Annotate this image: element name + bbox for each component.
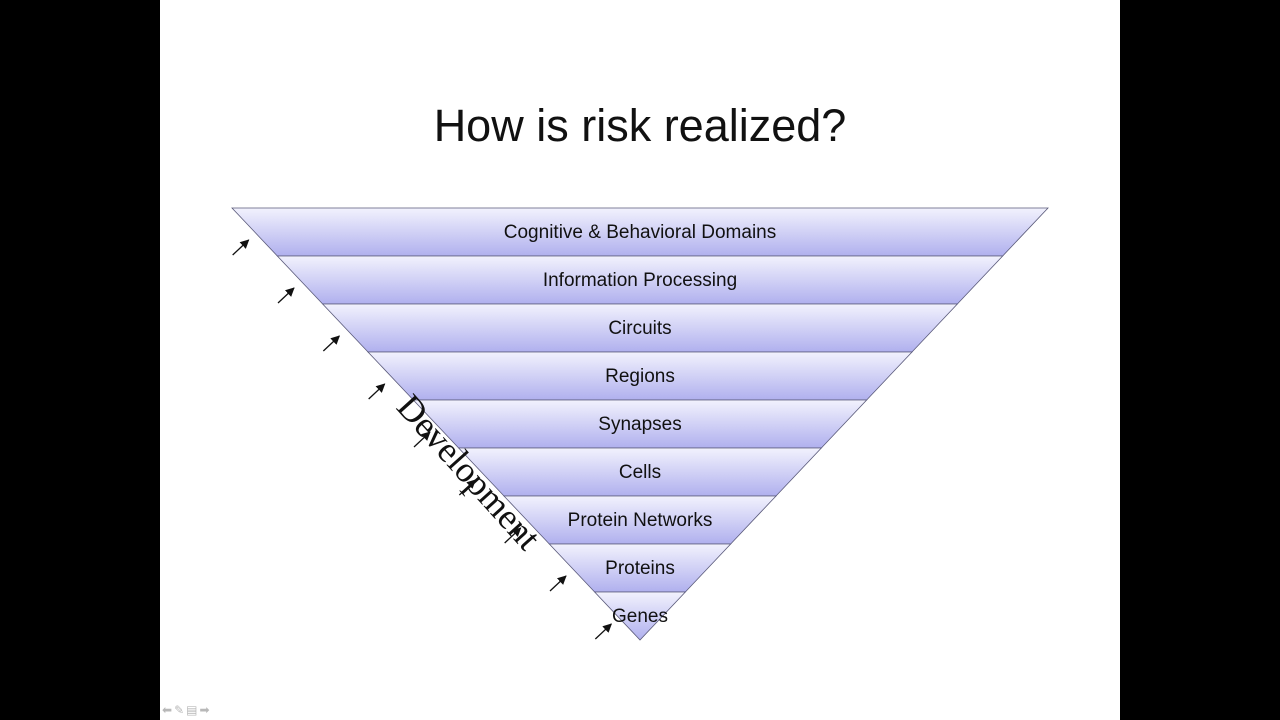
slide-title: How is risk realized? [433, 100, 847, 151]
pyramid-layer-label: Regions [605, 366, 675, 387]
development-arrow-icon [458, 479, 476, 496]
development-arrow-icon [368, 383, 386, 400]
pyramid-layer: Protein Networks [503, 495, 777, 545]
pyramid-layer: Genes [593, 591, 687, 641]
pyramid-layer-label: Cognitive & Behavioral Domains [504, 222, 776, 243]
pyramid-layers: Cognitive & Behavioral DomainsInformatio… [231, 207, 1049, 641]
pyramid-layer-label: Protein Networks [568, 510, 713, 531]
pyramid-layer: Synapses [412, 399, 868, 449]
pyramid-layer-label: Circuits [608, 318, 671, 339]
pyramid-layer-label: Information Processing [543, 270, 737, 291]
development-arrow-icon [277, 287, 295, 304]
risk-pyramid-diagram: Cognitive & Behavioral DomainsInformatio… [231, 207, 1049, 641]
prev-arrow-icon[interactable]: ⬅ [162, 703, 173, 717]
development-arrow-icon [322, 335, 340, 352]
development-arrow-icon [549, 575, 567, 592]
development-arrow-icon [413, 431, 431, 448]
development-arrow-icon [504, 527, 522, 544]
next-arrow-icon[interactable]: ➡ [199, 703, 210, 717]
pyramid-layer: Cells [457, 447, 823, 497]
slide: How is risk realized? Cognitive & Behavi… [160, 0, 1120, 720]
pyramid-layer-shape [593, 591, 687, 641]
pyramid-layer-label: Cells [619, 462, 661, 483]
pyramid-layer-label: Synapses [598, 414, 681, 435]
pyramid-layer: Cognitive & Behavioral Domains [231, 207, 1049, 257]
slide-nav-controls: ⬅ ✎ ▤ ➡ [162, 703, 210, 717]
development-arrow-icon [594, 623, 612, 640]
pyramid-layer: Information Processing [276, 255, 1004, 305]
pyramid-layer: Circuits [321, 303, 959, 353]
pyramid-layer-label: Proteins [605, 558, 675, 579]
pyramid-layer: Regions [367, 351, 913, 401]
development-arrow-icon [232, 239, 250, 256]
pen-icon[interactable]: ✎ [174, 703, 185, 717]
pyramid-layer: Proteins [548, 543, 732, 593]
development-arrows [232, 239, 612, 640]
slides-menu-icon[interactable]: ▤ [186, 703, 198, 717]
pyramid-layer-label: Genes [612, 606, 668, 627]
